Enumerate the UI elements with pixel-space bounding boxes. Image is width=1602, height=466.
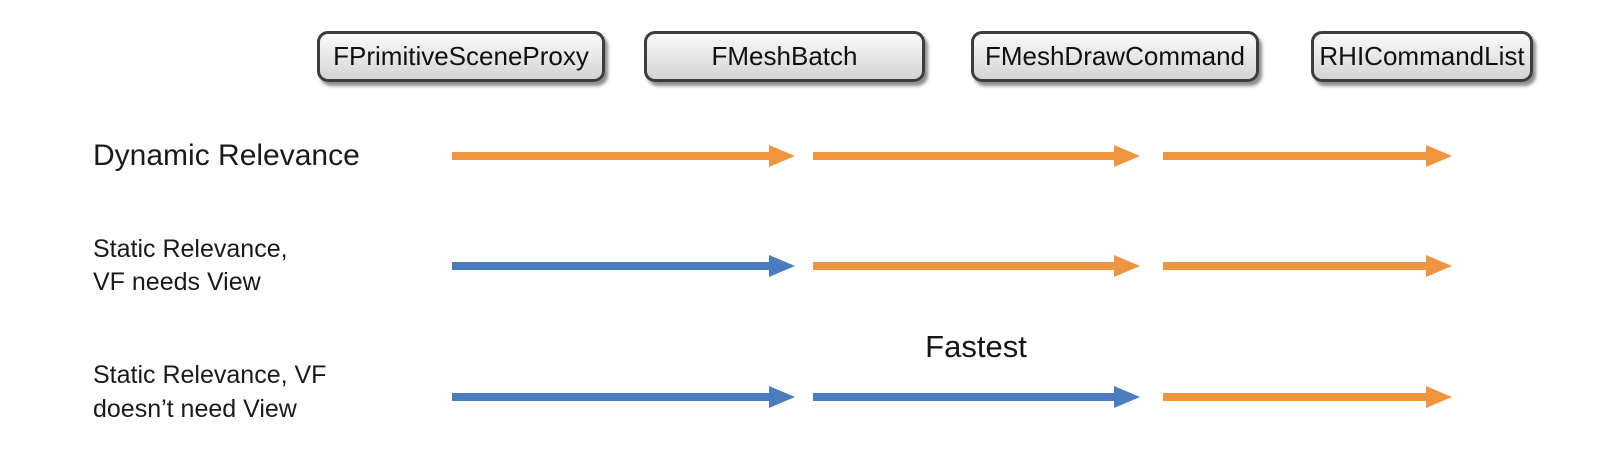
flow-arrow-icon <box>813 145 1140 167</box>
flow-arrow-icon <box>1163 145 1452 167</box>
flow-arrow-icon <box>1163 255 1452 277</box>
row-label-line: Static Relevance, <box>93 235 288 263</box>
flow-arrow-icon <box>452 145 795 167</box>
stage-box-label: RHICommandList <box>1319 41 1525 71</box>
stage-box-fmeshbatch: FMeshBatch <box>644 31 925 82</box>
flow-arrow-icon <box>1163 386 1452 408</box>
flow-arrow-icon <box>813 255 1140 277</box>
stage-box-rhicommandlist: RHICommandList <box>1311 31 1533 82</box>
row-label-line: VF needs View <box>93 268 261 296</box>
stage-box-label: FMeshBatch <box>711 41 858 71</box>
flow-arrow-icon <box>452 386 795 408</box>
stage-box-fmeshdrawcommand: FMeshDrawCommand <box>971 31 1259 82</box>
stage-box-label: FPrimitiveSceneProxy <box>333 41 589 71</box>
row-label-line: Static Relevance, VF <box>93 361 327 389</box>
row-label-line: Dynamic Relevance <box>93 139 360 172</box>
row-label-static-relevance-vf-needs-view: Static Relevance, VF needs View <box>93 233 288 299</box>
row-label-dynamic-relevance: Dynamic Relevance <box>93 139 360 173</box>
row-label-static-relevance-vf-doesnt-need-view: Static Relevance, VF doesn’t need View <box>93 358 326 426</box>
row-label-line: doesn’t need View <box>93 395 297 423</box>
flow-arrow-icon <box>813 386 1140 408</box>
flow-arrow-icon <box>452 255 795 277</box>
stage-box-fprimitivesceneproxy: FPrimitiveSceneProxy <box>317 31 605 82</box>
stage-box-label: FMeshDrawCommand <box>984 41 1246 71</box>
fastest-annotation: Fastest <box>925 329 1027 364</box>
